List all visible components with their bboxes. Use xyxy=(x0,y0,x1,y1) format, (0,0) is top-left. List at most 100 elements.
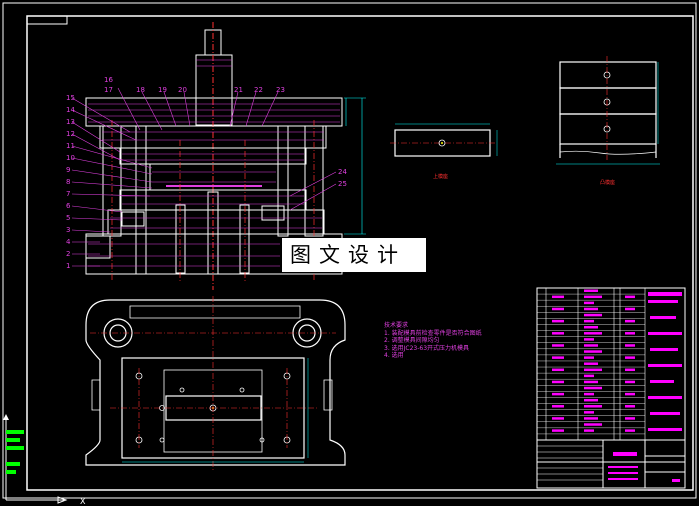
part-label-21: 21 xyxy=(234,86,243,94)
section-hatching xyxy=(88,59,340,267)
part-label-1: 1 xyxy=(66,262,70,270)
technical-notes: 技术要求 1. 装配模具前检查零件是否符合图纸 2. 调整模具间隙均匀 3. 选… xyxy=(384,322,482,360)
notes-item-3: 3. 选用JC23-63开式压力机模具 xyxy=(384,344,470,352)
part-label-13: 13 xyxy=(66,118,75,126)
bom-cell-fill xyxy=(584,301,594,305)
bom-cell-fill xyxy=(584,417,598,420)
bom-cell-fill xyxy=(625,332,635,335)
part-label-22: 22 xyxy=(254,86,263,94)
bom-cell-fill xyxy=(625,417,635,420)
title-block xyxy=(536,287,686,489)
bom-cell-fill xyxy=(584,350,602,353)
title-block-fills xyxy=(608,292,682,482)
part-label-25: 25 xyxy=(338,180,347,188)
bom-cell-fill xyxy=(552,429,564,432)
part-label-16: 16 xyxy=(104,76,113,84)
notes-item-2: 2. 调整模具间隙均匀 xyxy=(384,337,440,345)
bom-cell-fill xyxy=(584,374,594,378)
part-label-5: 5 xyxy=(66,214,70,222)
bom-cell-fill xyxy=(584,338,594,341)
bom-cell-fill xyxy=(584,295,602,299)
part-label-3: 3 xyxy=(66,226,70,234)
bom-cell-fill xyxy=(552,295,564,299)
bom-cell-fill xyxy=(625,392,635,396)
bom-cell-fill xyxy=(625,319,635,323)
bom-cell-fill xyxy=(584,362,598,365)
bom-cell-fill xyxy=(625,429,635,432)
bom-cell-fill xyxy=(625,344,635,347)
part-label-18: 18 xyxy=(136,86,145,94)
bom-cell-fill xyxy=(584,307,598,311)
part-label-24: 24 xyxy=(338,168,347,176)
ucs-axis-icon: X xyxy=(3,414,86,506)
bom-cell-fill xyxy=(625,356,635,359)
bom-cell-fill xyxy=(584,319,594,323)
plan-dimensions xyxy=(122,358,309,463)
part-label-20: 20 xyxy=(178,86,187,94)
bom-cell-fill xyxy=(584,344,598,347)
bom-cell-fill xyxy=(552,319,564,323)
bom-cell-fill xyxy=(584,289,598,292)
bom-cell-fill xyxy=(625,307,635,311)
bom-cell-fill xyxy=(584,368,602,372)
part-label-19: 19 xyxy=(158,86,167,94)
bom-cell-fill xyxy=(584,325,598,329)
side-view: 凸模座 xyxy=(556,56,660,186)
leader-lines-left xyxy=(71,87,337,267)
part-label-4: 4 xyxy=(66,238,71,246)
bom-cell-fill xyxy=(552,307,564,311)
bom-cell-fill xyxy=(552,356,564,359)
part-label-11: 11 xyxy=(66,142,75,150)
bom-cell-fill xyxy=(552,332,564,335)
title-tab xyxy=(26,15,68,25)
notes-item-1: 1. 装配模具前检查零件是否符合图纸 xyxy=(384,329,482,337)
part-label-23: 23 xyxy=(276,86,285,94)
bom-cell-fill xyxy=(584,398,598,402)
bom-cell-fill xyxy=(584,386,602,390)
top-view: 上模座 xyxy=(390,123,498,180)
part-label-9: 9 xyxy=(66,166,70,174)
svg-text:X: X xyxy=(80,497,86,506)
bom-cell-fill xyxy=(552,344,564,347)
bom-cell-fill xyxy=(552,392,564,396)
part-label-17: 17 xyxy=(104,86,113,94)
watermark-text: 图文设计 xyxy=(290,243,406,267)
part-label-2: 2 xyxy=(66,250,70,258)
top-view-label: 上模座 xyxy=(433,173,448,180)
bom-rows xyxy=(537,289,645,435)
part-label-15: 15 xyxy=(66,94,75,102)
bom-cell-fill xyxy=(625,368,635,372)
front-dimensions xyxy=(344,97,366,235)
plan-view xyxy=(85,299,346,466)
part-label-10: 10 xyxy=(66,154,75,162)
bom-cell-fill xyxy=(584,332,602,335)
part-label-7: 7 xyxy=(66,190,70,198)
part-label-14: 14 xyxy=(66,106,75,114)
part-label-6: 6 xyxy=(66,202,71,210)
bom-cell-fill xyxy=(584,411,594,414)
bom-cell-fill xyxy=(584,423,602,426)
bom-cell-fill xyxy=(584,313,602,317)
bom-cell-fill xyxy=(552,380,564,384)
bom-cell-fill xyxy=(552,405,564,408)
plan-center-lines xyxy=(90,296,336,470)
sheet-inner-border xyxy=(26,15,694,491)
bom-cell-fill xyxy=(584,380,598,384)
bom-cell-fill xyxy=(625,380,635,384)
part-number-labels: 15 14 13 12 11 10 9 8 7 6 5 4 3 2 1 16 1… xyxy=(66,76,347,270)
part-label-12: 12 xyxy=(66,130,75,138)
sheet-outer-border xyxy=(2,2,697,499)
side-view-label: 凸模座 xyxy=(600,179,615,186)
bom-cell-fill xyxy=(584,356,594,359)
part-label-8: 8 xyxy=(66,178,70,186)
bom-cell-fill xyxy=(552,417,564,420)
bom-cell-fill xyxy=(584,429,594,432)
bom-cell-fill xyxy=(625,295,635,299)
notes-title: 技术要求 xyxy=(384,322,409,329)
watermark-box: 图文设计 xyxy=(282,238,426,272)
bom-cell-fill xyxy=(625,405,635,408)
bom-cell-fill xyxy=(584,405,602,408)
bom-cell-fill xyxy=(584,392,594,396)
bom-cell-fill xyxy=(552,368,564,372)
